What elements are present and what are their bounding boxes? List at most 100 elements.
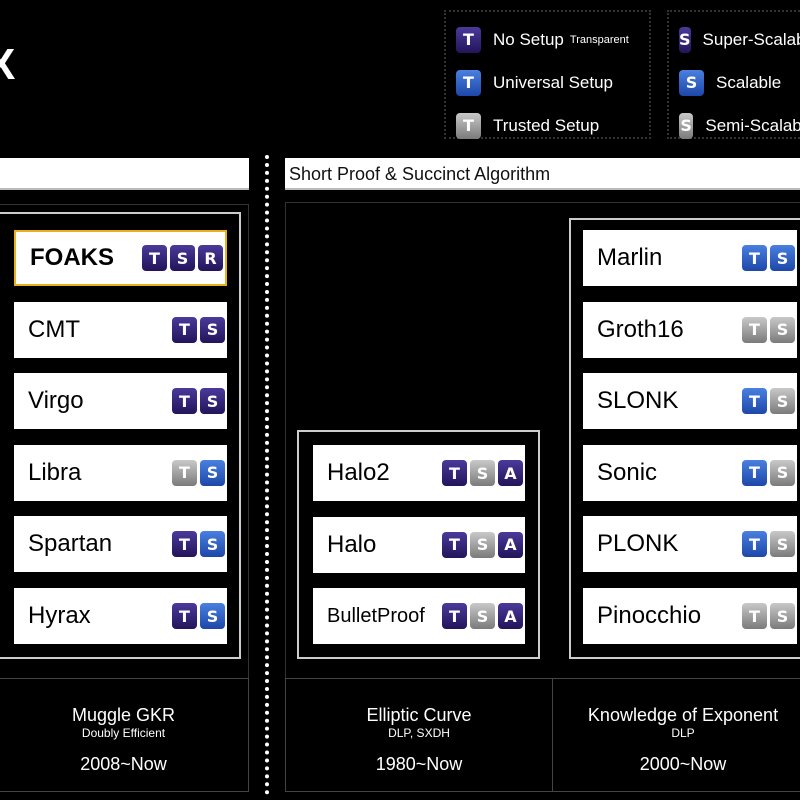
protocol-name: Virgo (28, 387, 84, 415)
badge-s-purple-icon: S (200, 388, 225, 415)
badge-t-purple-icon: T (172, 603, 197, 629)
badge-t-purple-icon: T (142, 245, 167, 271)
foundation-years: 1980~Now (375, 754, 463, 774)
badge-s-purple-icon: S (200, 316, 225, 343)
group-koe (569, 218, 800, 659)
badge-t-purple-icon: T (172, 531, 197, 558)
badge-t-gray-icon: T (742, 603, 767, 629)
group-gkr (0, 212, 241, 659)
badge-t-blue-icon: T (742, 531, 767, 558)
foundation-years: 2000~Now (639, 754, 727, 774)
protocol-name: Pinocchio (597, 602, 702, 629)
badge-a-purple-icon: A (498, 531, 523, 558)
badge-a-purple-icon: A (498, 603, 523, 630)
protocol-name: SLONK (597, 387, 679, 415)
badge-t-purple-icon: T (442, 531, 467, 558)
protocol-name: BulletProof (327, 604, 425, 627)
header-right: Short Proof & Succinct Algorithm (285, 158, 800, 190)
badge-t-gray-icon: T (456, 112, 481, 139)
legend-label: Semi-Scalable (705, 115, 800, 135)
protocol-name: FOAKS (30, 244, 114, 271)
legend-item: S Scalable (679, 61, 800, 104)
badge-t-gray-icon: T (742, 316, 767, 343)
badge-s-gray-icon: S (770, 603, 795, 629)
protocol-name: Groth16 (597, 315, 684, 343)
badge-t-blue-icon: T (742, 388, 767, 415)
protocol-name: Spartan (28, 530, 113, 558)
legend-item: T No Setup Transparent (456, 18, 639, 61)
foundation-years: 2008~Now (80, 754, 167, 774)
badge-t-purple-icon: T (172, 316, 197, 343)
protocol-name: Sonic (597, 458, 658, 486)
badge-s-gray-icon: S (679, 112, 694, 139)
badge-s-blue-icon: S (200, 459, 225, 486)
legend-note: Transparent (569, 33, 629, 46)
foundation-sub: DLP (671, 726, 695, 740)
foundation-name: Muggle GKR (71, 705, 176, 725)
badge-s-blue-icon: S (200, 531, 225, 558)
foundation-name: Elliptic Curve (366, 705, 472, 725)
badge-t-purple-icon: T (442, 460, 467, 486)
legend-item: S Semi-Scalable (679, 104, 800, 147)
badge-s-gray-icon: S (470, 603, 495, 630)
badge-s-blue-icon: S (679, 69, 704, 96)
badge-t-blue-icon: T (742, 245, 767, 271)
title-fragment: X (0, 40, 16, 89)
legend-label: Trusted Setup (493, 115, 600, 135)
legend-label: No Setup (493, 29, 564, 49)
badge-t-gray-icon: T (172, 459, 197, 486)
badge-s-gray-icon: S (770, 531, 795, 558)
foundation-sub: DLP, SXDH (388, 726, 450, 740)
badge-t-purple-icon: T (456, 26, 481, 53)
header-left (0, 158, 249, 190)
badge-s-blue-icon: S (200, 603, 225, 629)
badge-t-blue-icon: T (742, 459, 767, 486)
legend-item: T Universal Setup (456, 61, 639, 104)
legend-label: Scalable (716, 72, 782, 92)
badge-a-purple-icon: A (498, 460, 523, 486)
protocol-name: Halo2 (327, 459, 390, 486)
protocol-name: Halo (327, 530, 377, 558)
badge-s-blue-icon: S (770, 245, 795, 271)
badge-s-gray-icon: S (770, 316, 795, 343)
legend-label: Super-Scalable (702, 29, 800, 49)
legend-label: Universal Setup (493, 72, 614, 92)
legend-item: T Trusted Setup (456, 104, 639, 147)
protocol-name: Hyrax (28, 602, 91, 629)
badge-s-gray-icon: S (470, 531, 495, 558)
foundation-sub: Doubly Efficient (81, 726, 166, 740)
badge-r-purple-icon: R (198, 245, 223, 271)
badge-s-gray-icon: S (770, 459, 795, 486)
badge-t-blue-icon: T (456, 69, 481, 96)
foundation-ec: Elliptic Curve DLP, SXDH 1980~Now (285, 678, 553, 792)
